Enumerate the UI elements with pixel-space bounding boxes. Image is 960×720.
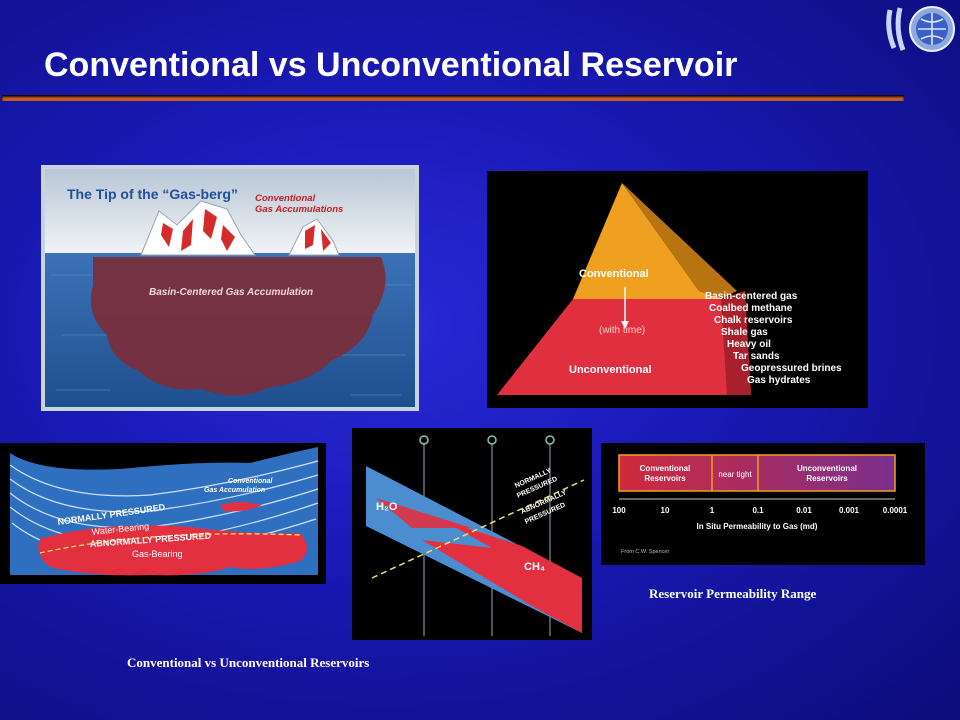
perm-tick: 0.0001 [883,506,908,515]
pyramid-list-item: Chalk reservoirs [714,315,793,326]
company-logo [886,6,955,52]
pyramid-list-item: Geopressured brines [741,363,842,374]
reservoirs-caption: Conventional vs Unconventional Reservoir… [127,655,370,670]
title-divider [2,95,904,101]
perm-tick: 10 [661,506,670,515]
perm-source-label: From C.W. Spencer [621,549,669,555]
basin-conventional-label: Conventional [228,478,273,485]
perm-tick: 1 [710,506,715,515]
pyramid-conventional-label: Conventional [579,268,649,280]
perm-tick: 0.1 [752,506,764,515]
pyramid-with-time-label: (with time) [599,325,645,336]
slide-title: Conventional vs Unconventional Reservoir [44,46,738,84]
basin-gas-label: Gas-Bearing [132,549,183,559]
iceberg-diagram: The Tip of the “Gas-berg” Conventional G… [41,165,419,411]
pyramid-list-item: Tar sands [733,351,780,362]
pyramid-unconventional-label: Unconventional [569,364,652,376]
perm-conventional-reservoirs-label: Reservoirs [644,474,686,483]
pyramid-top-conventional [573,183,721,299]
iceberg-label-accumulations: Gas Accumulations [255,204,343,215]
perm-tick: 0.01 [796,506,812,515]
gas-bearing-strata [422,520,582,633]
perm-unconventional-reservoirs-label: Reservoirs [806,474,848,483]
iceberg-label-conventional: Conventional [255,193,316,204]
h2o-label: H₂O [376,501,398,513]
abnormally-pressured-zone [38,525,307,576]
pyramid-list-item: Basin-centered gas [705,291,798,302]
perm-near-tight-label: near tight [718,470,752,479]
perm-unconventional-label: Unconventional [797,464,857,473]
perm-conventional-label: Conventional [640,464,691,473]
resource-pyramid: Conventional (with time) Unconventional … [487,171,868,408]
submerged-gas-mass [90,257,386,396]
permeability-scale: Conventional Reservoirs near tight Uncon… [601,443,925,565]
inclined-strata-diagram: H₂O CH₄ NORMALLY PRESSURED ABNORMALLY PR… [352,428,592,640]
pyramid-list-item: Shale gas [721,327,768,338]
pyramid-list-item: Coalbed methane [709,303,793,314]
perm-tick: 0.001 [839,506,860,515]
permeability-caption: Reservoir Permeability Range [649,586,817,601]
iceberg-heading: The Tip of the “Gas-berg” [67,186,238,202]
perm-tick: 100 [612,506,626,515]
ch4-label: CH₄ [524,561,545,573]
perm-axis-label: In Situ Permeability to Gas (md) [697,522,818,531]
pyramid-bottom-unconventional [497,291,751,395]
pyramid-list-item: Heavy oil [727,339,771,350]
basin-accumulation-label: Gas Accumulation [204,487,265,494]
pyramid-list-item: Gas hydrates [747,375,811,386]
iceberg-label-basin: Basin-Centered Gas Accumulation [149,287,313,298]
basin-cross-section: NORMALLY PRESSURED Water-Bearing Convent… [0,443,326,584]
